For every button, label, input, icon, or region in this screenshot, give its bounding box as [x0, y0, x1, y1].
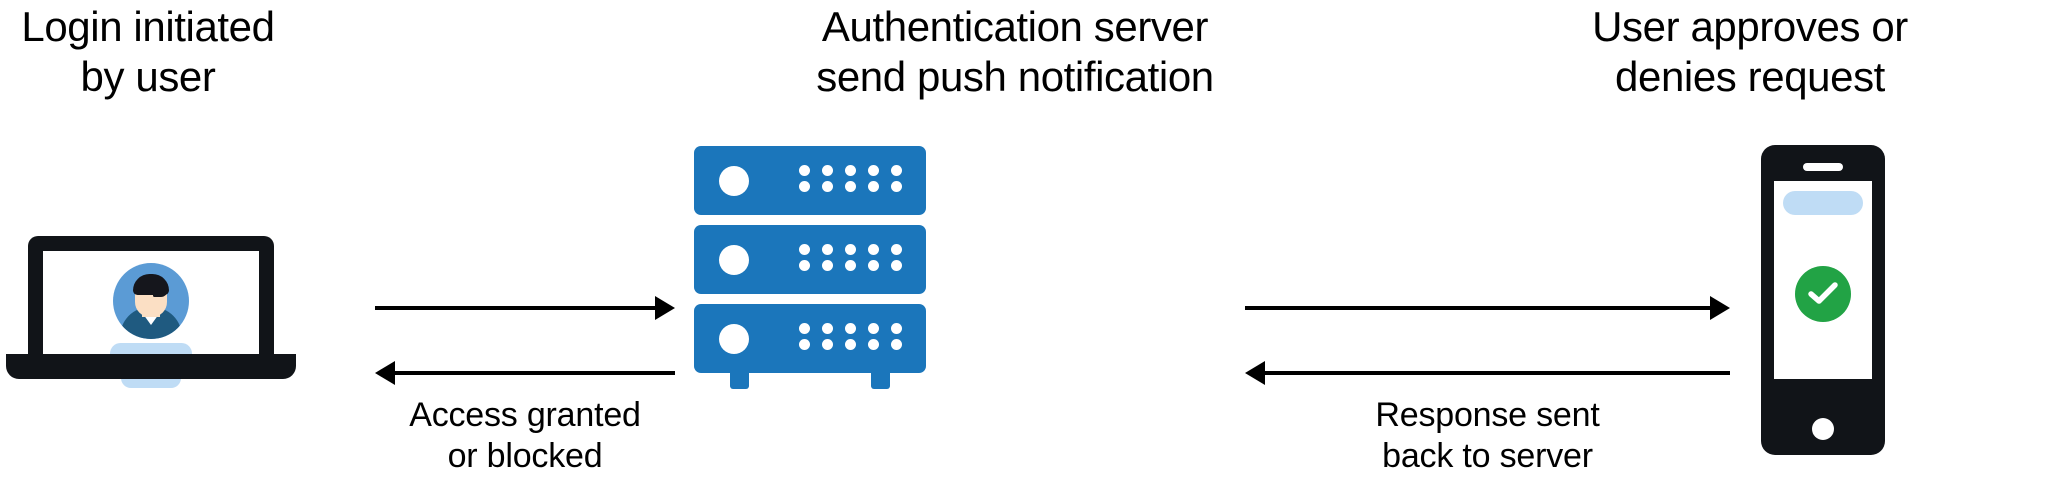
server-dot-matrix	[799, 243, 909, 276]
server-dot-matrix	[799, 322, 909, 355]
server-leg-right	[871, 373, 890, 389]
arrow-head-left-icon	[375, 361, 395, 385]
server-power-led-icon	[719, 323, 749, 354]
laptop-icon	[6, 236, 296, 388]
approved-check-icon	[1795, 266, 1851, 322]
notification-bar[interactable]	[1783, 191, 1863, 215]
server-legs	[694, 373, 926, 389]
arrow-shaft	[375, 306, 658, 310]
server-leg-left	[730, 373, 749, 389]
arrow-shaft	[1262, 371, 1730, 375]
arrow-laptop-to-server	[375, 296, 675, 320]
server-dot-matrix	[799, 164, 909, 197]
phone-home-button[interactable]	[1812, 418, 1834, 440]
arrow-server-to-laptop	[375, 361, 675, 385]
server-power-led-icon	[719, 244, 749, 275]
arrow-head-right-icon	[655, 296, 675, 320]
server-rack-icon	[694, 146, 930, 389]
heading-user-approves: User approves or denies request	[1592, 3, 1908, 100]
arrow-phone-to-server	[1245, 361, 1730, 385]
heading-login-initiated: Login initiated by user	[21, 3, 275, 100]
caption-response-sent-back-to-server: Response sent back to server	[1375, 396, 1600, 475]
smartphone-icon	[1761, 145, 1885, 455]
server-unit-1	[694, 146, 926, 215]
server-unit-3	[694, 304, 926, 373]
arrow-shaft	[1245, 306, 1713, 310]
arrow-shaft	[392, 371, 675, 375]
arrow-head-left-icon	[1245, 361, 1265, 385]
phone-screen	[1774, 181, 1872, 379]
laptop-screen	[43, 251, 259, 388]
phone-speaker-icon	[1803, 163, 1843, 171]
caption-access-granted-or-blocked: Access granted or blocked	[409, 396, 641, 475]
laptop-base	[6, 354, 296, 379]
avatar-hair	[133, 274, 169, 297]
arrow-head-right-icon	[1710, 296, 1730, 320]
server-unit-2	[694, 225, 926, 294]
server-power-led-icon	[719, 165, 749, 196]
arrow-server-to-phone	[1245, 296, 1730, 320]
user-avatar-icon	[113, 263, 189, 339]
heading-authentication-server: Authentication server send push notifica…	[816, 3, 1214, 100]
